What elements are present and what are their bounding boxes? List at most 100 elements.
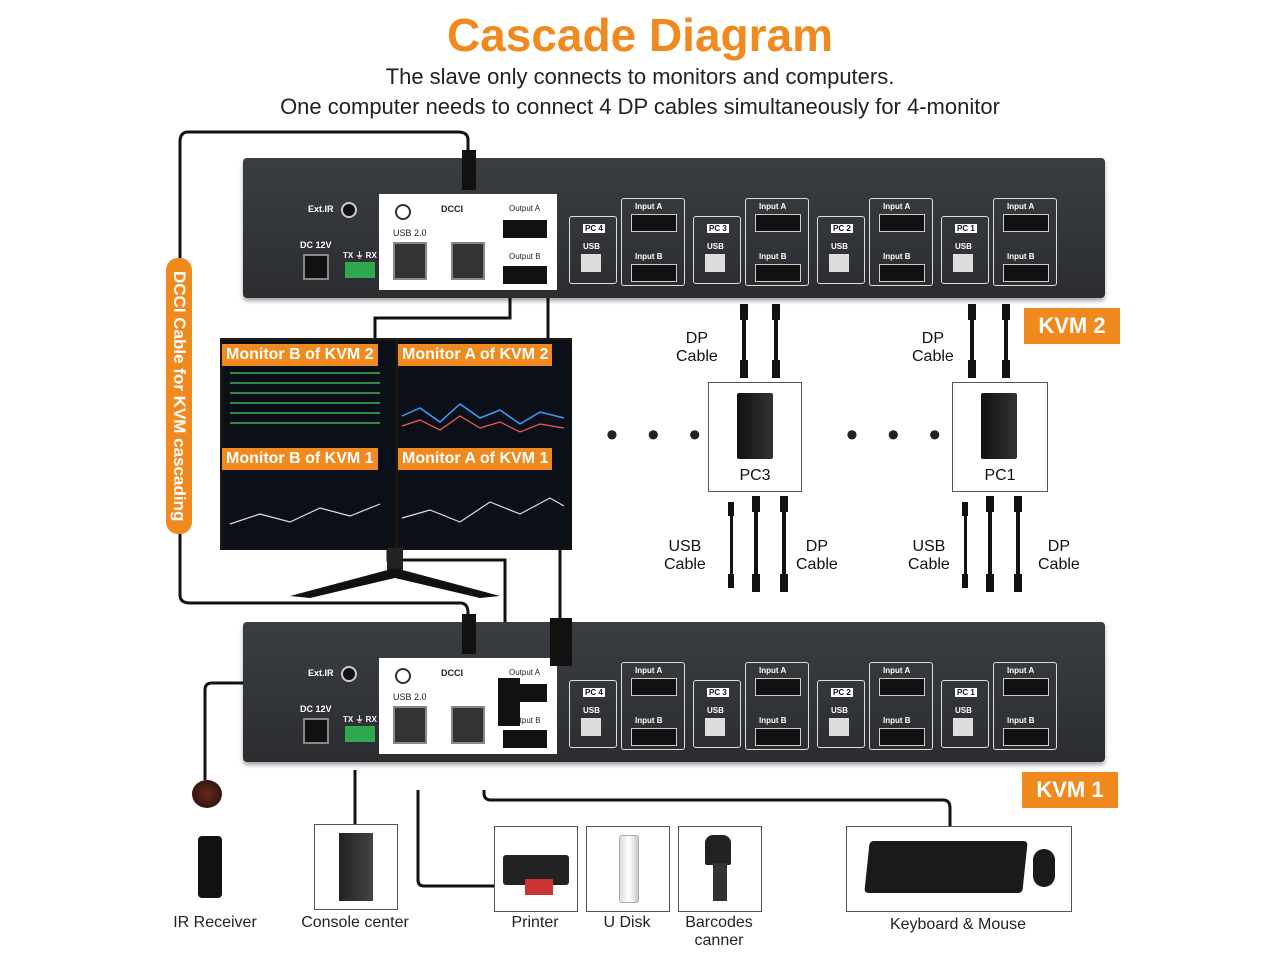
kvm1-unit: Ext.IR DC 12V TX ⏚ RX DCCI USB 2.0 Outpu… <box>243 622 1105 762</box>
kvm1-usb-port-2[interactable] <box>451 706 485 744</box>
usb-drive-icon <box>619 835 639 903</box>
barcode-label: Barcodes canner <box>685 914 753 949</box>
kvm1-ir-jack[interactable] <box>341 666 357 682</box>
kvm1-pc1-bay: PC 1 USB Input A Input B <box>941 662 1057 750</box>
kvm1-pc2-usb-port[interactable] <box>829 718 849 736</box>
dp-plug-output-b <box>550 618 572 666</box>
kvm2-pc3-input-b-label: Input B <box>759 252 787 261</box>
kvm2-pc1-input-a[interactable] <box>1003 214 1049 232</box>
kvm2-pc2-usb-label: USB <box>831 242 848 251</box>
kvm2-usb20-label: USB 2.0 <box>393 228 427 238</box>
u-disk-label: U Disk <box>603 914 651 931</box>
ir-sensor-icon <box>192 780 222 808</box>
pc3-label: PC3 <box>739 467 771 484</box>
kvm1-pc1-usb-port[interactable] <box>953 718 973 736</box>
pc1-label: PC1 <box>984 467 1016 484</box>
kvm1-usb-port-1[interactable] <box>393 706 427 744</box>
kvm2-pc1-input-b-label: Input B <box>1007 252 1035 261</box>
kvm2-pc4-input-b[interactable] <box>631 264 677 282</box>
kvm2-console-panel: DCCI USB 2.0 Output A Output B <box>379 194 557 290</box>
kvm2-pc1-input-a-label: Input A <box>1007 202 1035 211</box>
kvm2-pc2-input-a-label: Input A <box>883 202 911 211</box>
kvm1-pc2-input-b[interactable] <box>879 728 925 746</box>
kvm1-pc3-usb-label: USB <box>707 706 724 715</box>
kvm2-pc3-usb-port[interactable] <box>705 254 725 272</box>
kvm2-pc3-input-b[interactable] <box>755 264 801 282</box>
kvm1-pc2-input-a[interactable] <box>879 678 925 696</box>
kvm1-pc4-input-b-label: Input B <box>635 716 663 725</box>
kvm2-pc1-usb-label: USB <box>955 242 972 251</box>
kvm2-audio-jack[interactable] <box>395 204 411 220</box>
pc1-usb-cable-label: USB Cable <box>908 538 950 573</box>
kvm1-pc3-usb-port[interactable] <box>705 718 725 736</box>
kvm2-pc2-input-b[interactable] <box>879 264 925 282</box>
kvm1-pc3-input-a[interactable] <box>755 678 801 696</box>
kvm1-pc4-usb-port[interactable] <box>581 718 601 736</box>
kvm1-audio-jack[interactable] <box>395 668 411 684</box>
kvm2-txrx-label: TX ⏚ RX <box>343 251 377 260</box>
kvm1-pc3-bay: PC 3 USB Input A Input B <box>693 662 809 750</box>
kvm2-pc1-input-b[interactable] <box>1003 264 1049 282</box>
kvm1-ext-ir-label: Ext.IR <box>308 668 334 678</box>
pc3-box: PC3 <box>708 382 802 492</box>
kvm2-dcci-label: DCCI <box>441 204 463 214</box>
monitor-stand <box>290 548 500 598</box>
kvm2-output-a-port[interactable] <box>503 220 547 238</box>
kvm2-pc1-usb-port[interactable] <box>953 254 973 272</box>
kvm1-label: KVM 1 <box>1022 772 1118 808</box>
kvm2-output-a-label: Output A <box>509 204 541 213</box>
diagram-title: Cascade Diagram <box>446 9 834 61</box>
kvm1-pc1-input-b[interactable] <box>1003 728 1049 746</box>
kvm1-txrx-terminal[interactable] <box>345 726 375 742</box>
kvm2-pc3-input-a-label: Input A <box>759 202 787 211</box>
kvm2-pc1-label: PC 1 <box>955 224 977 233</box>
keyboard-mouse-label: Keyboard & Mouse <box>889 916 1027 933</box>
kvm2-pc4-input-a-label: Input A <box>635 202 663 211</box>
kvm2-pc3-label: PC 3 <box>707 224 729 233</box>
kvm2-pc2-input-a[interactable] <box>879 214 925 232</box>
kvm2-pc4-input-b-label: Input B <box>635 252 663 261</box>
pc3-usb-cable-label: USB Cable <box>664 538 706 573</box>
kvm1-pc4-bay: PC 4 USB Input A Input B <box>569 662 685 750</box>
kvm2-output-b-label: Output B <box>509 252 541 261</box>
kvm1-pc3-input-b[interactable] <box>755 728 801 746</box>
keyboard-icon <box>864 841 1028 893</box>
kvm2-pc2-usb-port[interactable] <box>829 254 849 272</box>
subtitle-line-2: One computer needs to connect 4 DP cable… <box>280 94 1000 119</box>
ellipsis-left: • • • <box>606 416 711 454</box>
kvm1-pc2-usb-label: USB <box>831 706 848 715</box>
kvm2-dc-label: DC 12V <box>300 240 332 250</box>
kvm2-output-b-port[interactable] <box>503 266 547 284</box>
pc1-dp-cables <box>968 304 1010 378</box>
printer-paper-icon <box>525 879 553 895</box>
dcci-plug-kvm1 <box>462 614 476 654</box>
console-center-box <box>314 824 398 910</box>
printer-box <box>494 826 578 912</box>
kvm2-ir-jack[interactable] <box>341 202 357 218</box>
barcode-scanner-handle-icon <box>713 863 727 901</box>
kvm2-pc3-input-a[interactable] <box>755 214 801 232</box>
kvm1-pc2-input-b-label: Input B <box>883 716 911 725</box>
console-center-label: Console center <box>301 914 409 931</box>
dcci-cascade-label: DCCI Cable for KVM cascading <box>166 258 192 534</box>
kvm2-dc-jack[interactable] <box>303 254 329 280</box>
subtitle-line-1: The slave only connects to monitors and … <box>385 64 895 89</box>
kvm2-usb-port-1[interactable] <box>393 242 427 280</box>
kvm1-pc3-input-b-label: Input B <box>759 716 787 725</box>
kvm2-pc4-usb-port[interactable] <box>581 254 601 272</box>
monitor-b-kvm1-label: Monitor B of KVM 1 <box>222 448 378 470</box>
kvm1-pc4-input-a[interactable] <box>631 678 677 696</box>
kvm1-dc-label: DC 12V <box>300 704 332 714</box>
kvm2-pc4-input-a[interactable] <box>631 214 677 232</box>
kvm1-dc-jack[interactable] <box>303 718 329 744</box>
kvm2-txrx-terminal[interactable] <box>345 262 375 278</box>
kvm1-output-b-port[interactable] <box>503 730 547 748</box>
kvm2-pc2-input-b-label: Input B <box>883 252 911 261</box>
kvm2-usb-port-2[interactable] <box>451 242 485 280</box>
kvm1-dcci-label: DCCI <box>441 668 463 678</box>
pc3-dp-cable-label-2: DP Cable <box>796 538 838 573</box>
kvm1-pc4-input-b[interactable] <box>631 728 677 746</box>
kvm1-pc1-input-a[interactable] <box>1003 678 1049 696</box>
dcci-plug-kvm2 <box>462 150 476 190</box>
pc1-tower-icon <box>981 393 1017 459</box>
